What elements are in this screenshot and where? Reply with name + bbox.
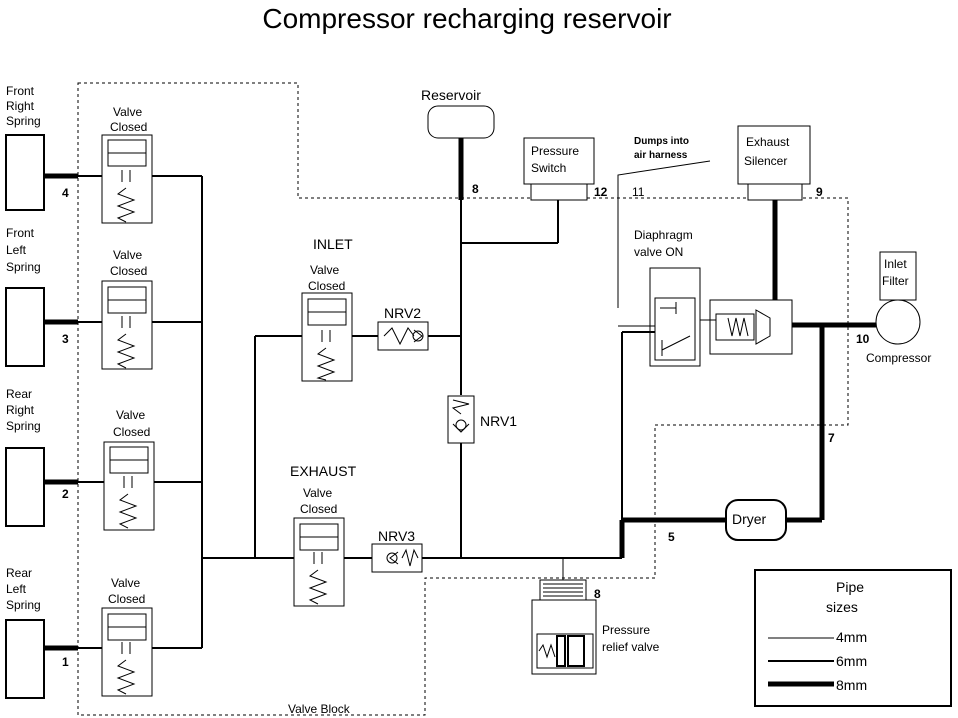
svg-text:Pressure: Pressure (531, 144, 579, 158)
diagram-title: Compressor recharging reservoir (262, 3, 671, 34)
diaphragm-valve: Diaphragm valve ON (634, 228, 701, 367)
port-number: 7 (828, 431, 835, 445)
svg-text:Right: Right (6, 403, 35, 417)
svg-text:Spring: Spring (6, 598, 41, 612)
reservoir: Reservoir 8 (421, 87, 495, 196)
svg-text:Closed: Closed (108, 592, 145, 606)
svg-text:Filter: Filter (882, 274, 909, 288)
svg-text:Exhaust: Exhaust (746, 135, 790, 149)
dump-outlet: Dumps into air harness 11 (617, 136, 711, 308)
svg-text:Rear: Rear (6, 566, 32, 580)
spring-front-right: Front Right Spring 4 (5, 84, 69, 211)
nrv3-check-valve: NRV3 (371, 528, 423, 573)
nrv2-check-valve: NRV2 (377, 305, 429, 351)
port-number: 12 (594, 185, 608, 199)
svg-text:NRV2: NRV2 (384, 305, 421, 321)
svg-text:Compressor: Compressor (866, 351, 931, 365)
svg-text:Closed: Closed (300, 502, 337, 516)
svg-text:air harness: air harness (634, 150, 688, 161)
svg-text:INLET: INLET (313, 236, 353, 252)
spring-front-left: Front Left Spring 3 (5, 226, 69, 367)
spring-valve-4: Valve Closed (101, 576, 153, 697)
svg-text:Pressure: Pressure (602, 623, 650, 637)
svg-text:Valve: Valve (116, 408, 145, 422)
svg-text:Pipe: Pipe (836, 579, 864, 595)
spring-valve-1: Valve Closed (101, 105, 153, 224)
svg-text:NRV3: NRV3 (378, 528, 415, 544)
svg-text:sizes: sizes (826, 599, 858, 615)
svg-text:Left: Left (6, 243, 27, 257)
spring-valve-2: Valve Closed (101, 248, 153, 370)
valve-block-outline (77, 82, 849, 716)
valve-block-label: Valve Block (288, 702, 351, 716)
port-number: 8 (594, 587, 601, 601)
exhaust-valve: EXHAUST Valve Closed (290, 463, 357, 607)
port-number: 11 (632, 185, 645, 199)
svg-text:Reservoir: Reservoir (421, 87, 481, 103)
pressure-relief-valve: Pressure relief valve 8 (531, 579, 660, 675)
svg-text:Switch: Switch (531, 161, 566, 175)
svg-text:NRV1: NRV1 (480, 413, 517, 429)
svg-text:Valve: Valve (113, 248, 142, 262)
inlet-valve: INLET Valve Closed (301, 236, 353, 382)
port-number: 8 (472, 182, 479, 196)
svg-text:6mm: 6mm (836, 653, 867, 669)
svg-text:Front: Front (6, 226, 35, 240)
compressor-valve (700, 299, 793, 355)
port-number: 9 (816, 185, 823, 199)
port-number: 4 (62, 186, 69, 200)
svg-text:Left: Left (6, 582, 27, 596)
pressure-switch: Pressure Switch 12 (523, 137, 608, 201)
svg-text:Valve: Valve (303, 486, 332, 500)
svg-text:Dumps into: Dumps into (634, 136, 689, 147)
svg-text:Closed: Closed (113, 425, 150, 439)
port-number: 1 (62, 655, 69, 669)
svg-text:4mm: 4mm (836, 629, 867, 645)
svg-text:Closed: Closed (110, 264, 147, 278)
svg-text:Closed: Closed (110, 120, 147, 134)
svg-text:valve ON: valve ON (634, 245, 683, 259)
svg-text:Valve: Valve (113, 105, 142, 119)
svg-text:Inlet: Inlet (884, 257, 907, 271)
svg-text:Front: Front (6, 84, 35, 98)
compressor: Inlet Filter Compressor 10 (856, 251, 931, 365)
port-number: 3 (62, 332, 69, 346)
svg-text:Spring: Spring (6, 260, 41, 274)
nrv1-check-valve: NRV1 (447, 395, 517, 444)
exhaust-silencer: Exhaust Silencer 9 (737, 125, 823, 201)
dryer: Dryer 5 7 (668, 431, 835, 544)
svg-text:8mm: 8mm (836, 677, 867, 693)
svg-text:Rear: Rear (6, 387, 32, 401)
svg-text:Right: Right (6, 99, 35, 113)
pipe-size-legend: Pipe sizes 4mm 6mm 8mm (754, 569, 952, 707)
spring-valve-3: Valve Closed (103, 408, 155, 531)
spring-rear-left: Rear Left Spring 1 (5, 566, 69, 699)
svg-text:Diaphragm: Diaphragm (634, 228, 693, 242)
svg-text:Spring: Spring (6, 419, 41, 433)
port-number: 10 (856, 332, 870, 346)
port-number: 2 (62, 487, 69, 501)
svg-text:Dryer: Dryer (732, 511, 767, 527)
port-number: 5 (668, 530, 675, 544)
svg-text:Valve: Valve (111, 576, 140, 590)
svg-text:Silencer: Silencer (744, 154, 787, 168)
svg-text:Closed: Closed (308, 279, 345, 293)
svg-text:Valve: Valve (310, 263, 339, 277)
spring-rear-right: Rear Right Spring 2 (5, 387, 69, 527)
svg-text:Spring: Spring (6, 114, 41, 128)
svg-text:relief valve: relief valve (602, 640, 660, 654)
svg-text:EXHAUST: EXHAUST (290, 463, 357, 479)
